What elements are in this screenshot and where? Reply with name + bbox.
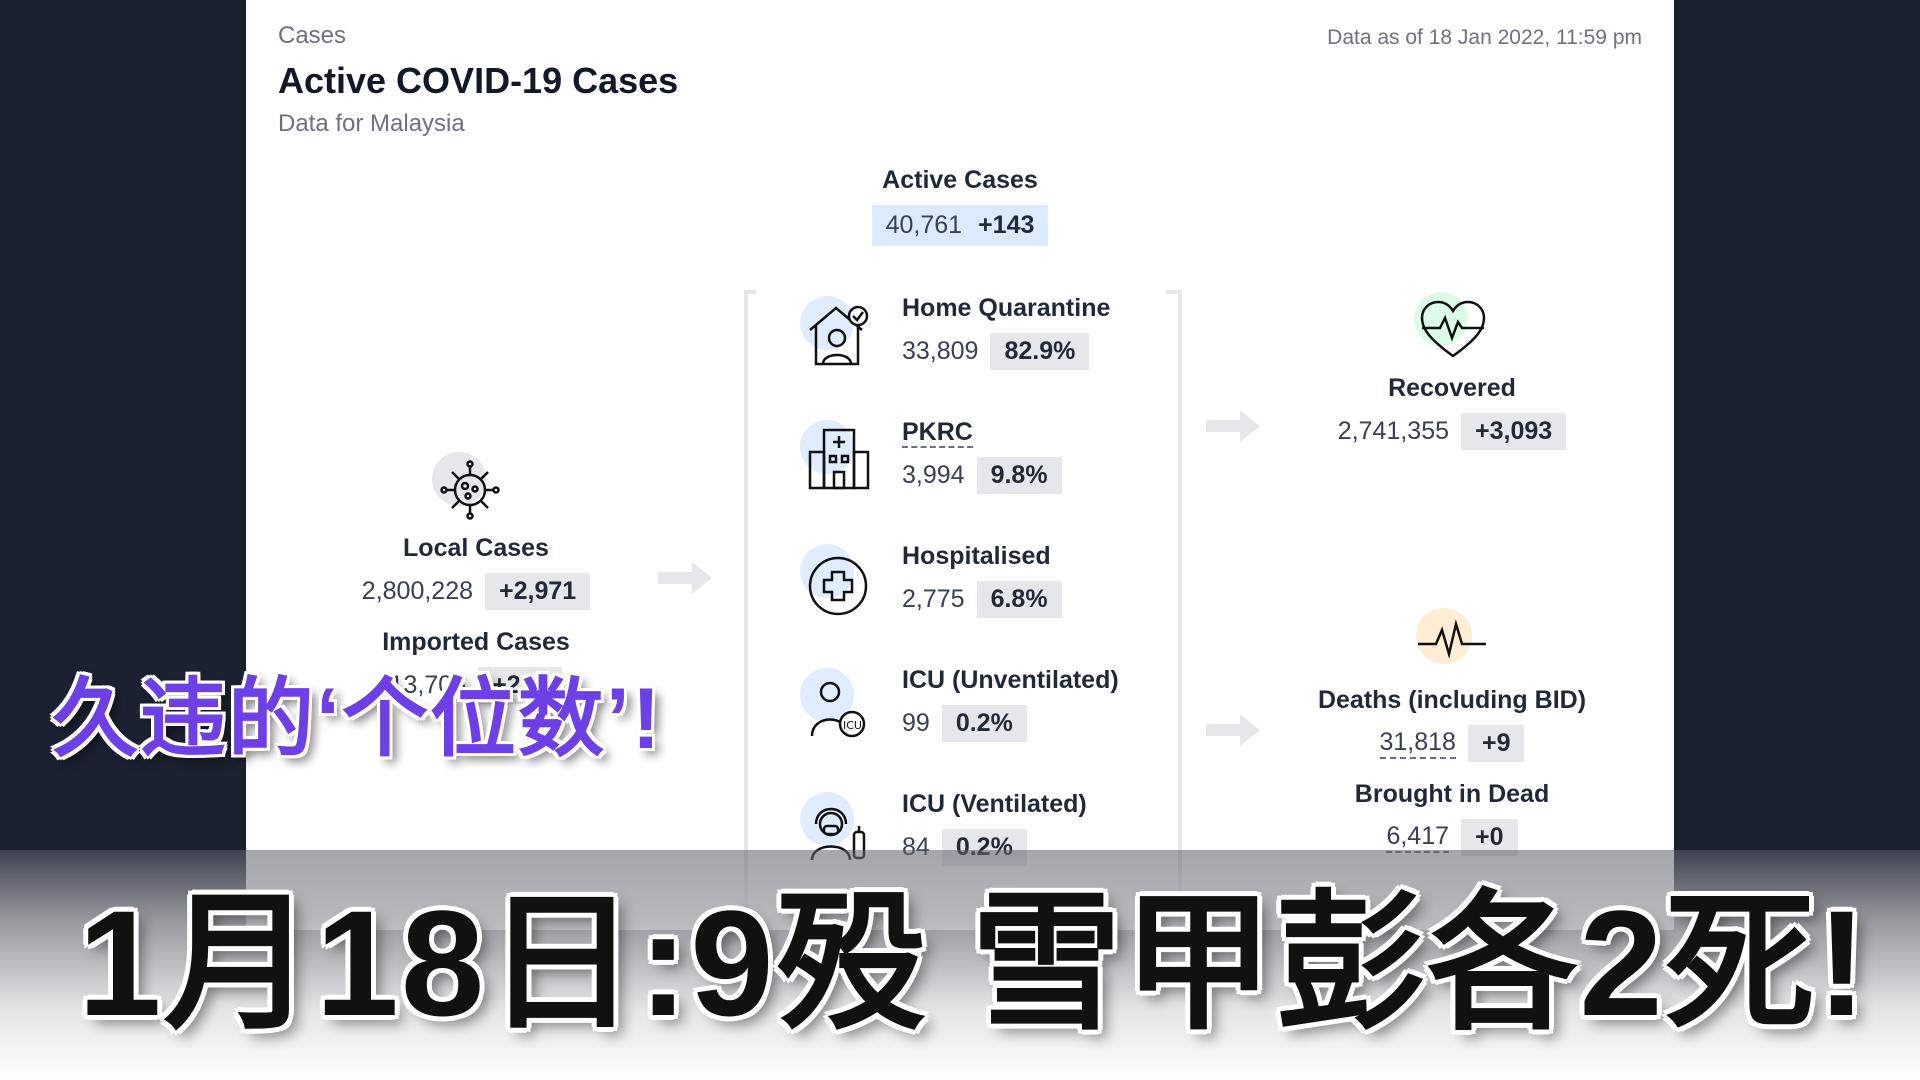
deaths-block: Deaths (including BID) 31,818 +9 Brought… bbox=[1252, 686, 1652, 856]
recovered-block: Recovered 2,741,355 +3,093 bbox=[1282, 374, 1622, 450]
icu-patient-icon: ICU bbox=[800, 668, 880, 748]
deaths-change: +9 bbox=[1467, 725, 1525, 762]
breakdown-pct: 6.8% bbox=[976, 581, 1062, 618]
active-cases-change: +143 bbox=[978, 211, 1035, 239]
breakdown-label: ICU (Unventilated) bbox=[902, 666, 1119, 694]
virus-icon bbox=[432, 452, 512, 532]
active-cases-pill: 40,761 +143 bbox=[871, 205, 1049, 246]
imported-cases-change: +274 bbox=[478, 667, 563, 704]
overlay-highlight-text: 久违的‘个位数’! bbox=[52, 671, 663, 767]
recovered-label: Recovered bbox=[1388, 374, 1516, 402]
local-cases-label: Local Cases bbox=[403, 534, 549, 562]
bid-label: Brought in Dead bbox=[1354, 780, 1550, 808]
recovered-value: 2,741,355 bbox=[1337, 417, 1450, 445]
bid-change: +0 bbox=[1461, 819, 1518, 856]
local-cases-change: +2,971 bbox=[485, 573, 591, 610]
svg-text:ICU: ICU bbox=[843, 719, 862, 732]
breakdown-pct: 9.8% bbox=[976, 457, 1062, 494]
active-cases-block: Active Cases 40,761 +143 bbox=[246, 166, 1674, 246]
dashboard-card: Cases Active COVID-19 Cases Data for Mal… bbox=[246, 0, 1674, 930]
overlay-headline: 1月18日:9殁 雪甲彭各2死! bbox=[78, 879, 1869, 1047]
breakdown-value: 99 bbox=[902, 709, 930, 737]
breakdown-label: Home Quarantine bbox=[902, 294, 1111, 322]
breakdown-label: Hospitalised bbox=[902, 542, 1051, 570]
breakdown-pct: 0.2% bbox=[941, 705, 1027, 742]
breakdown-label[interactable]: PKRC bbox=[902, 418, 973, 448]
arrow-right-icon bbox=[1206, 714, 1260, 746]
breakdown-icu-ventilated: ICU (Ventilated) 84 0.2% bbox=[902, 790, 1087, 866]
breakdown-value: 2,775 bbox=[902, 585, 965, 613]
breakdown-hospitalised: Hospitalised 2,775 6.8% bbox=[902, 542, 1062, 618]
local-cases-block: Local Cases 2,800,228 +2,971 Imported Ca… bbox=[306, 534, 646, 704]
heart-pulse-icon bbox=[1414, 292, 1490, 368]
home-quarantine-icon bbox=[800, 296, 880, 376]
active-cases-label: Active Cases bbox=[882, 166, 1038, 194]
page-subtitle: Data for Malaysia bbox=[278, 110, 465, 137]
breakdown-bracket bbox=[744, 290, 1182, 930]
deaths-value[interactable]: 31,818 bbox=[1379, 728, 1456, 759]
breakdown-value: 3,994 bbox=[902, 461, 965, 489]
data-timestamp: Data as of 18 Jan 2022, 11:59 pm bbox=[1327, 26, 1642, 49]
breakdown-value: 33,809 bbox=[902, 337, 979, 365]
active-cases-value: 40,761 bbox=[885, 211, 963, 239]
bottom-banner bbox=[0, 850, 1920, 1080]
imported-cases-label: Imported Cases bbox=[382, 628, 570, 656]
breakdown-home-quarantine: Home Quarantine 33,809 82.9% bbox=[902, 294, 1110, 370]
building-icon bbox=[800, 420, 880, 500]
breakdown-pct: 82.9% bbox=[990, 333, 1090, 370]
recovered-change: +3,093 bbox=[1461, 413, 1567, 450]
pulse-line-icon bbox=[1414, 608, 1490, 674]
page-title: Active COVID-19 Cases bbox=[278, 60, 679, 101]
arrow-right-icon bbox=[658, 562, 712, 594]
imported-cases-value: 13,706 bbox=[389, 671, 467, 699]
breakdown-label: ICU (Ventilated) bbox=[902, 790, 1087, 818]
breakdown-icu-unventilated: ICU (Unventilated) 99 0.2% bbox=[902, 666, 1119, 742]
section-label: Cases bbox=[278, 22, 347, 49]
local-cases-value: 2,800,228 bbox=[361, 577, 474, 605]
hospital-cross-icon bbox=[800, 544, 880, 624]
deaths-label: Deaths (including BID) bbox=[1317, 686, 1587, 714]
arrow-right-icon bbox=[1206, 410, 1260, 442]
breakdown-pkrc[interactable]: PKRC 3,994 9.8% bbox=[902, 418, 1062, 494]
